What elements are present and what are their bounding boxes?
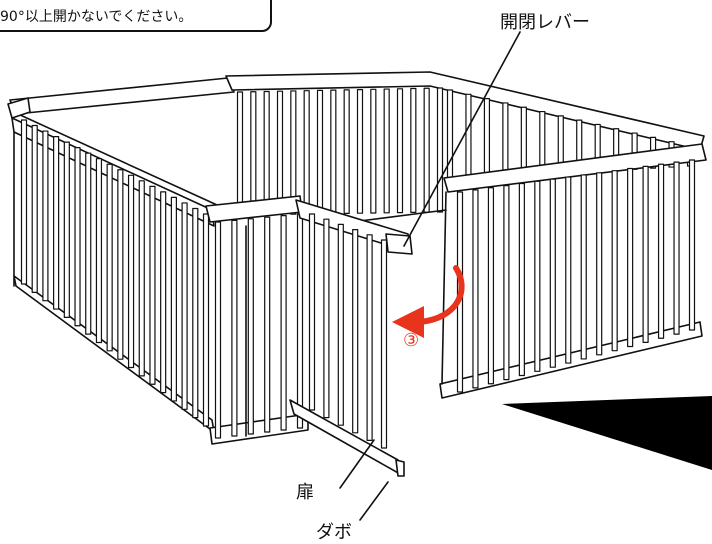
fence-bar <box>127 174 135 369</box>
fence-bar <box>316 89 324 215</box>
fence-bar <box>465 93 472 180</box>
dowel-label: ダボ <box>316 522 352 543</box>
fence-bar <box>657 163 665 339</box>
lever-label: 開閉レバー <box>500 12 590 33</box>
fence-bar <box>410 87 417 214</box>
inner-edge-line <box>351 209 447 223</box>
fence-bar <box>85 152 92 335</box>
fence-bar <box>290 90 297 215</box>
caution-note-box <box>0 0 272 32</box>
fence-bar <box>487 187 495 385</box>
fence-bar <box>117 169 124 360</box>
fence-bar <box>396 88 404 214</box>
fence-bar <box>642 165 649 343</box>
fence-bar <box>330 89 337 215</box>
fence-bar <box>20 119 28 285</box>
right-panel-bars <box>456 159 696 393</box>
fence-bar <box>565 176 572 364</box>
fence-bar <box>247 218 254 435</box>
rotation-arrow <box>392 265 465 338</box>
door-label: 扉 <box>296 482 314 503</box>
fence-bar <box>149 185 156 385</box>
fence-bar <box>160 191 167 394</box>
fence-bar <box>63 141 70 319</box>
door-bar <box>323 218 330 419</box>
fence-bar <box>231 219 238 437</box>
door-bars <box>308 213 388 449</box>
right-front-panel <box>439 143 707 399</box>
fence-bar <box>534 180 541 372</box>
fence-bar <box>276 90 284 215</box>
back-panel-bars <box>236 87 694 216</box>
black-wedge-pointer <box>502 396 712 470</box>
dowel-leader-line <box>359 481 389 521</box>
fence-bar <box>383 88 390 214</box>
door-bar <box>380 239 388 449</box>
fence-bar <box>106 163 113 352</box>
lever-leader-line <box>403 31 521 247</box>
door-panel <box>289 199 413 477</box>
fence-bar <box>138 180 145 377</box>
fence-bar <box>520 106 527 177</box>
fence-bar <box>503 185 510 381</box>
fence-bar <box>280 215 287 431</box>
fence-bar <box>518 182 525 377</box>
fence-bar <box>370 88 377 214</box>
door-bar <box>308 213 316 411</box>
fence-bar <box>611 170 618 352</box>
fence-bar <box>42 130 49 302</box>
fence-bar <box>343 89 350 215</box>
fence-bar <box>502 102 509 178</box>
door-bar <box>352 229 359 434</box>
fence-bar <box>423 87 430 213</box>
fence-bar <box>446 89 454 181</box>
fence-bar <box>53 135 60 310</box>
door-bar <box>337 223 344 426</box>
fence-bar <box>472 189 479 389</box>
fence-bar <box>264 216 271 433</box>
fence-bar <box>673 161 680 335</box>
fence-bar <box>580 174 587 360</box>
fence-bar <box>95 158 103 344</box>
fence-bar <box>627 167 634 348</box>
fence-bar <box>31 124 38 293</box>
fence-bar <box>250 91 257 216</box>
fence-bar <box>688 159 696 331</box>
fence-bar <box>303 90 310 215</box>
fence-bar <box>596 172 603 356</box>
fence-bar <box>74 147 81 327</box>
fence-bar <box>192 207 199 419</box>
fence-bar <box>236 91 244 216</box>
fence-bar <box>181 202 188 410</box>
front-left-panel-bars <box>214 213 304 439</box>
fence-bar <box>483 98 491 179</box>
fence-bar <box>356 88 364 214</box>
left-panel-bars <box>20 119 210 427</box>
door-leader-line <box>339 439 375 489</box>
fence-bar <box>436 87 444 213</box>
fence-bar <box>202 213 210 427</box>
step-number-3: ③ <box>403 330 420 351</box>
caution-note-text: 90°以上開かないでください。 <box>0 9 193 25</box>
fence-bar <box>296 213 304 429</box>
fence-bar <box>549 178 556 368</box>
fence-bar <box>170 196 177 402</box>
fence-bar <box>263 90 270 216</box>
door-bar <box>366 234 373 442</box>
fence-bar <box>214 221 222 439</box>
